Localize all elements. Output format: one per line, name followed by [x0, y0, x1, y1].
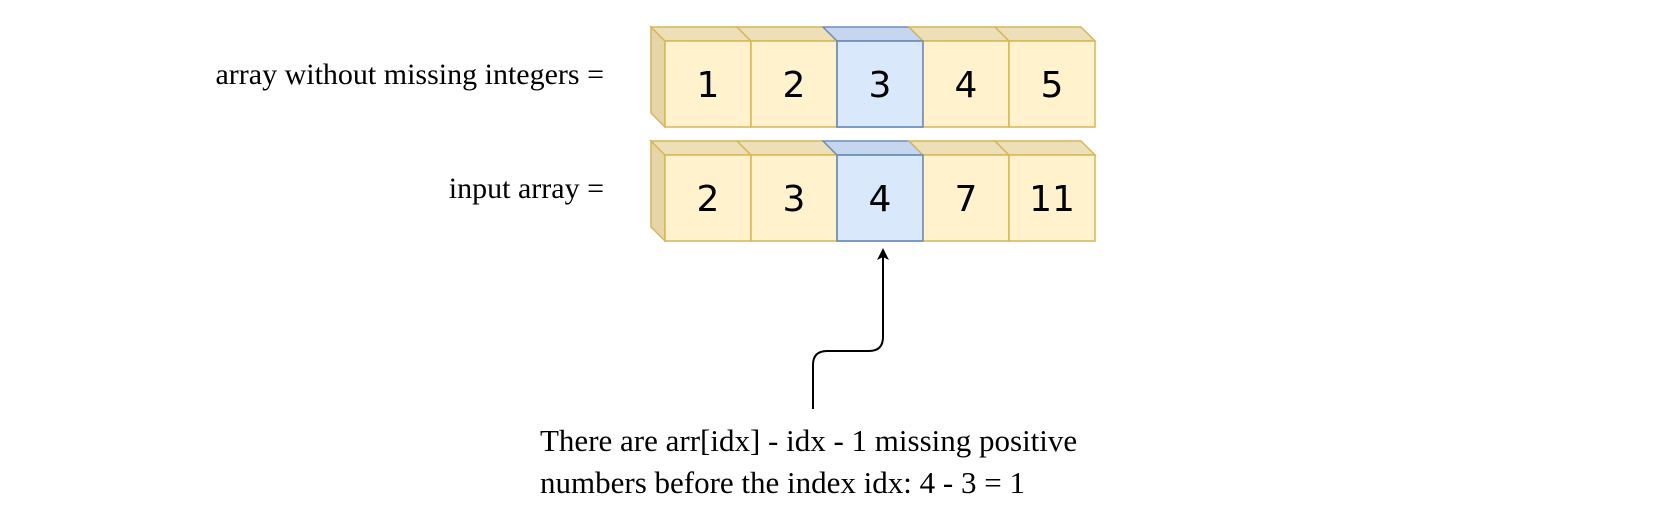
cell-value: 3 [783, 179, 806, 220]
cell-value: 2 [697, 179, 720, 220]
cell-value: 2 [783, 65, 806, 106]
array-cell: 3 [735, 140, 839, 242]
array-cell: 7 [907, 140, 1011, 242]
cell-top-face [907, 26, 1011, 42]
cell-top-face [993, 26, 1097, 42]
cell-front-face [750, 154, 838, 242]
cell-value: 4 [869, 179, 892, 220]
caption-line-1: There are arr[idx] - idx - 1 missing pos… [540, 423, 1078, 458]
array-cell: 4 [821, 140, 925, 242]
array-row-2: 2 3 4 7 11 [649, 139, 1097, 243]
row-label-input-array: input array = [448, 172, 604, 205]
array-cell: 2 [735, 26, 839, 128]
cell-front-face [1008, 154, 1096, 242]
cell-front-face [664, 154, 752, 242]
array-cell: 3 [821, 26, 925, 128]
cell-value: 1 [697, 65, 720, 106]
array-cell: 11 [993, 140, 1097, 242]
cell-value: 3 [869, 65, 892, 106]
cell-value: 7 [955, 179, 978, 220]
explanation-caption: There are arr[idx] - idx - 1 missing pos… [540, 420, 1077, 504]
cell-top-face [649, 26, 753, 42]
cell-top-face [993, 140, 1097, 156]
row-label-without-missing: array without missing integers = [215, 58, 604, 91]
array-cell: 5 [993, 26, 1097, 128]
cell-front-face [836, 40, 924, 128]
cell-value: 4 [955, 65, 978, 106]
cell-top-face [821, 140, 925, 156]
cell-top-face [649, 140, 753, 156]
array-cell: 1 [649, 26, 753, 128]
cell-front-face [664, 40, 752, 128]
cell-top-face [821, 26, 925, 42]
array-cell: 2 [649, 140, 753, 242]
cell-top-face [735, 140, 839, 156]
row-side-face [650, 139, 666, 243]
array-cell: 4 [907, 26, 1011, 128]
cell-value: 5 [1041, 65, 1064, 106]
highlight-outline [836, 154, 924, 242]
cell-front-face [1008, 40, 1096, 128]
highlight-outline [836, 40, 924, 128]
cell-front-face [836, 154, 924, 242]
row-side-face [650, 25, 666, 129]
cell-value: 11 [1029, 179, 1075, 220]
caption-line-2: numbers before the index idx: 4 - 3 = 1 [540, 465, 1025, 500]
pointer-arrow [812, 248, 889, 409]
array-row-1: 1 2 3 4 5 [649, 25, 1097, 129]
cell-top-face [735, 26, 839, 42]
cell-front-face [750, 40, 838, 128]
cell-top-face [907, 140, 1011, 156]
cell-front-face [922, 154, 1010, 242]
